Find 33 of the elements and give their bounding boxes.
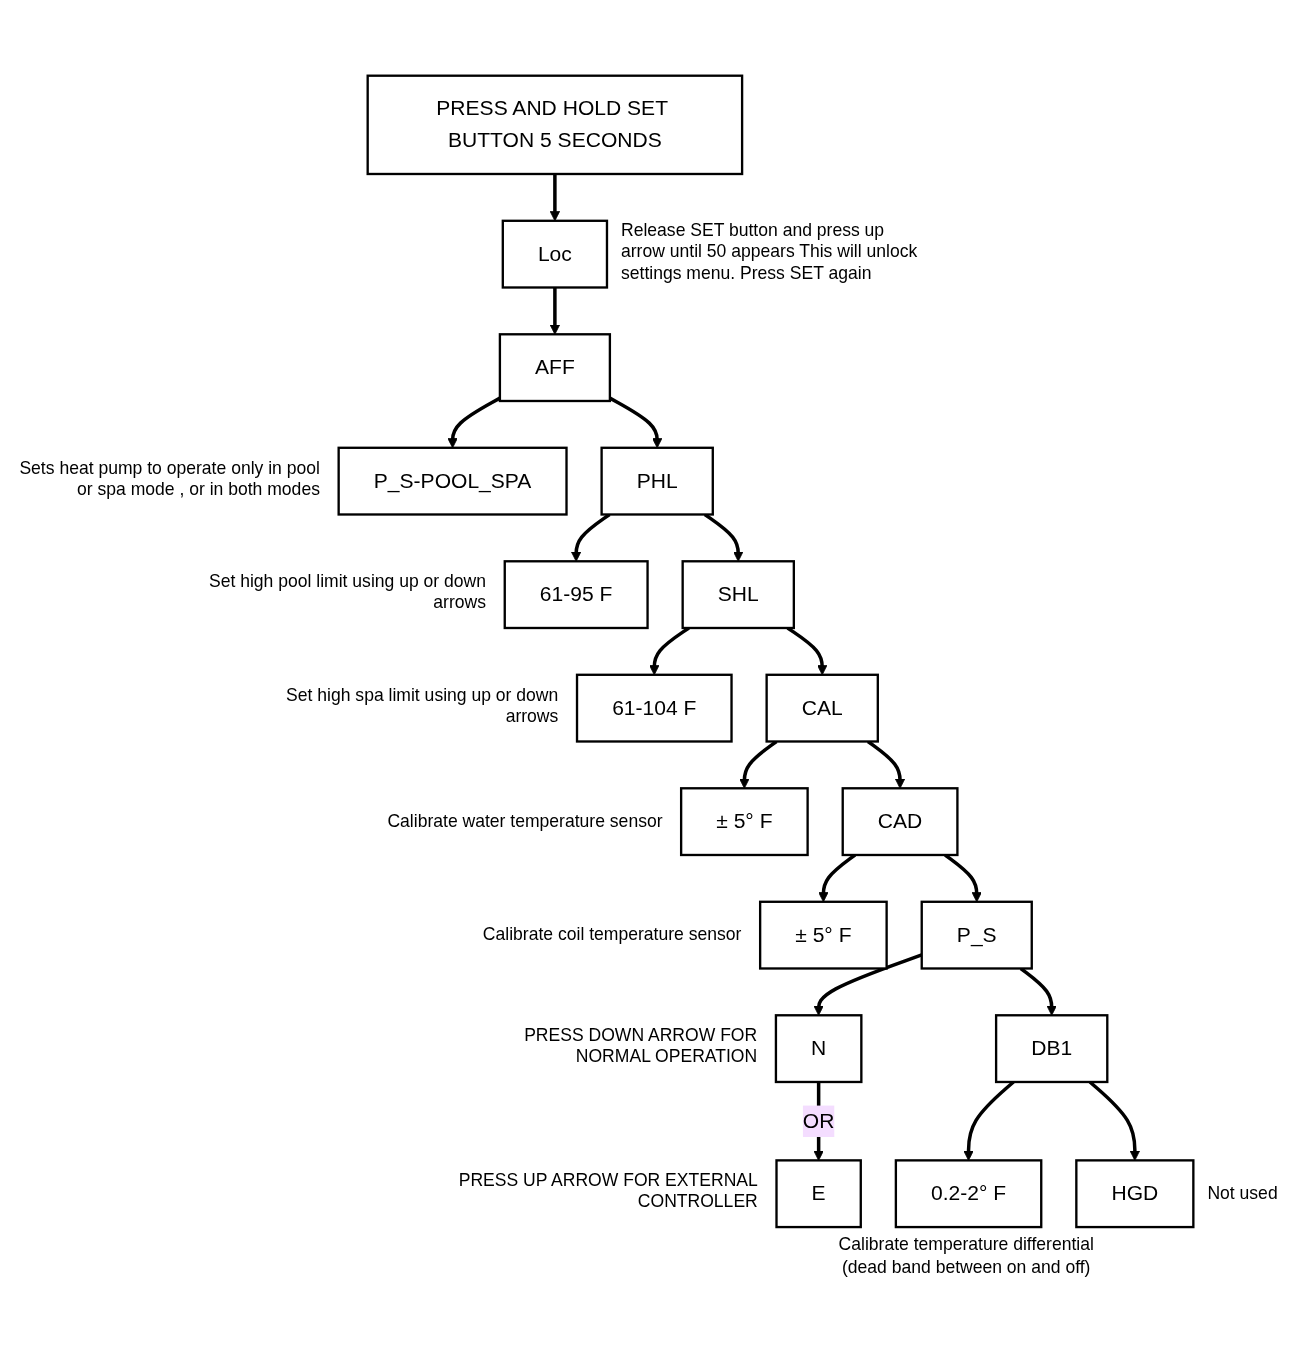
node-box: E <box>775 1158 862 1228</box>
node-box: PHL <box>600 446 714 516</box>
annotation-text: Not used <box>1207 1182 1278 1205</box>
node-box: PRESS AND HOLD SET BUTTON 5 SECONDS <box>366 74 744 175</box>
node-box: P_S <box>920 900 1033 970</box>
annotation-text: PRESS DOWN ARROW FOR NORMAL OPERATION <box>523 1023 758 1068</box>
annotation-text: PRESS UP ARROW FOR EXTERNAL CONTROLLER <box>457 1168 758 1213</box>
node-box: ± 5° F <box>759 900 888 970</box>
arrow <box>786 626 828 675</box>
node-box: HGD <box>1075 1158 1195 1228</box>
node-box: N <box>774 1013 863 1083</box>
edge-label: OR <box>802 1108 835 1132</box>
node-box: SHL <box>681 559 795 629</box>
annotation-text: Release SET button and press up arrow until 50 appears This will unlock settings menu. Press SET again <box>621 218 919 285</box>
node-box: ± 5° F <box>679 786 809 856</box>
node-box: 61-104 F <box>575 673 733 743</box>
node-box: 0.2-2° F <box>894 1158 1043 1228</box>
annotation-text: Calibrate temperature differential (dead band between on and off) <box>837 1233 1095 1278</box>
node-box: AFF <box>498 332 612 402</box>
node-box: CAL <box>765 673 879 743</box>
annotation-text: Sets heat pump to operate only in pool or spa mode , or in both modes <box>18 456 320 500</box>
annotation-text: Calibrate coil temperature sensor <box>482 923 742 946</box>
annotation-text: Set high spa limit using up or down arrows <box>285 683 559 727</box>
arrow <box>609 396 663 448</box>
node-box: CAD <box>841 786 959 856</box>
node-box: DB1 <box>994 1013 1109 1083</box>
node-box: P_S-POOL_SPA <box>337 446 568 516</box>
node-box: 61-95 F <box>503 559 649 629</box>
annotation-text: Set high pool limit using up or down arrows <box>207 569 487 614</box>
arrow <box>447 396 501 448</box>
node-box: Loc <box>501 219 609 289</box>
arrow <box>549 173 561 221</box>
annotation-text: Calibrate water temperature sensor <box>387 810 663 832</box>
